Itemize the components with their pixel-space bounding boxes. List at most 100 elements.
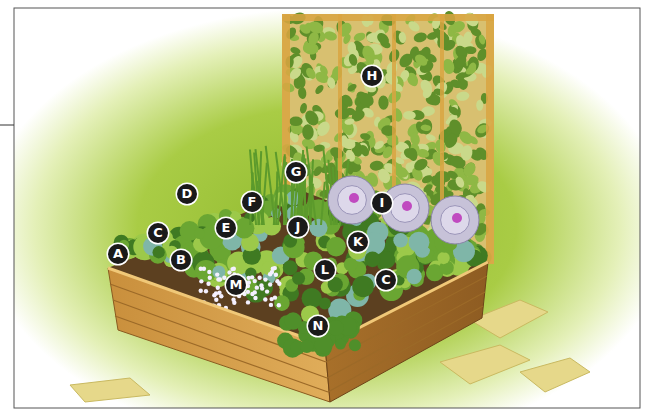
vine-leaf [297, 86, 307, 99]
flower [246, 300, 250, 304]
vine-leaf [383, 70, 401, 88]
foliage [302, 288, 322, 308]
callout-letter: F [242, 192, 262, 212]
vine-leaf [356, 90, 376, 109]
vine-leaf [413, 31, 428, 43]
vine-leaf [462, 31, 473, 46]
foliage [314, 335, 332, 353]
vine-leaf [299, 102, 308, 114]
callout-letter: I [372, 193, 392, 213]
flower [199, 279, 203, 283]
foliage [378, 251, 395, 268]
grass-blade [278, 156, 285, 225]
flower [265, 289, 269, 293]
vine-leaf [460, 144, 474, 161]
foliage [283, 260, 298, 275]
callout-letter: C [376, 270, 396, 290]
foliage [319, 298, 331, 310]
flower [230, 267, 234, 271]
callout-letter: A [108, 244, 128, 264]
flower [227, 270, 231, 274]
flower [199, 267, 203, 271]
vine-leaf [402, 146, 419, 161]
grass-blade [310, 159, 314, 225]
vine-leaf [478, 34, 487, 45]
foliage [344, 258, 358, 272]
foliage [349, 339, 361, 351]
flower [268, 282, 272, 286]
vine-leaf [378, 95, 389, 110]
vine-leaf [467, 61, 478, 75]
grass-blade [307, 147, 316, 225]
vine-leaf [344, 148, 357, 163]
ornamental-cabbage [431, 196, 479, 244]
vine-leaf [340, 137, 356, 150]
flower [208, 276, 212, 280]
vine-leaf [334, 108, 350, 120]
foliage [300, 340, 313, 353]
vine-leaf [403, 111, 416, 120]
vine-leaf [421, 174, 434, 185]
callout-letter: L [315, 260, 335, 280]
vine-leaf [289, 117, 303, 127]
flower [207, 270, 211, 274]
flower [215, 272, 219, 276]
vine-leaf [314, 83, 326, 95]
foliage [234, 218, 254, 238]
flower [274, 273, 278, 277]
grass-blade [266, 146, 275, 225]
flower [204, 289, 208, 293]
flower [275, 279, 279, 283]
vine-leaf [456, 90, 471, 101]
flower [253, 279, 257, 283]
grass-blade [300, 150, 304, 225]
vine-leaf [363, 53, 375, 66]
vine-leaf [397, 51, 416, 70]
foliage [326, 237, 346, 257]
vine-leaf [447, 117, 464, 136]
flower [255, 285, 259, 289]
vine-leaf [375, 31, 391, 47]
flower [273, 295, 277, 299]
flower [214, 291, 218, 295]
foliage [406, 269, 421, 284]
foliage [408, 232, 429, 253]
vine-leaf [452, 53, 469, 70]
foliage [437, 252, 449, 264]
grass-blade [285, 154, 287, 225]
grass-blade [321, 182, 325, 225]
flower [214, 298, 218, 302]
flower [216, 286, 220, 290]
vine-leaf [422, 183, 434, 194]
vine-leaf [346, 82, 358, 92]
vine-leaf [406, 19, 421, 33]
flower [232, 301, 236, 305]
grass-blade [255, 149, 263, 225]
callout-letter: G [286, 162, 306, 182]
foliage [284, 312, 301, 329]
vine-leaf [420, 124, 431, 131]
callout-letter: D [177, 184, 197, 204]
trellis-frame [486, 14, 494, 264]
vine-leaf [348, 53, 359, 67]
vine-leaf [291, 125, 304, 135]
callout-letter: E [216, 218, 236, 238]
vine-leaf [344, 118, 355, 126]
flower [199, 289, 203, 293]
vine-leaf [306, 30, 320, 46]
flower [216, 277, 220, 281]
vine-leaf [296, 75, 306, 88]
flower [269, 303, 273, 307]
foliage [328, 277, 343, 292]
foliage [335, 339, 346, 350]
vine-leaf [421, 85, 434, 100]
flower [219, 294, 223, 298]
foliage [352, 276, 374, 298]
callout-letter: K [348, 232, 368, 252]
vine-leaf [413, 52, 430, 68]
flower [250, 275, 254, 279]
vine-leaf [352, 31, 366, 43]
vine-leaf [304, 66, 318, 81]
vine-leaf [447, 105, 460, 117]
